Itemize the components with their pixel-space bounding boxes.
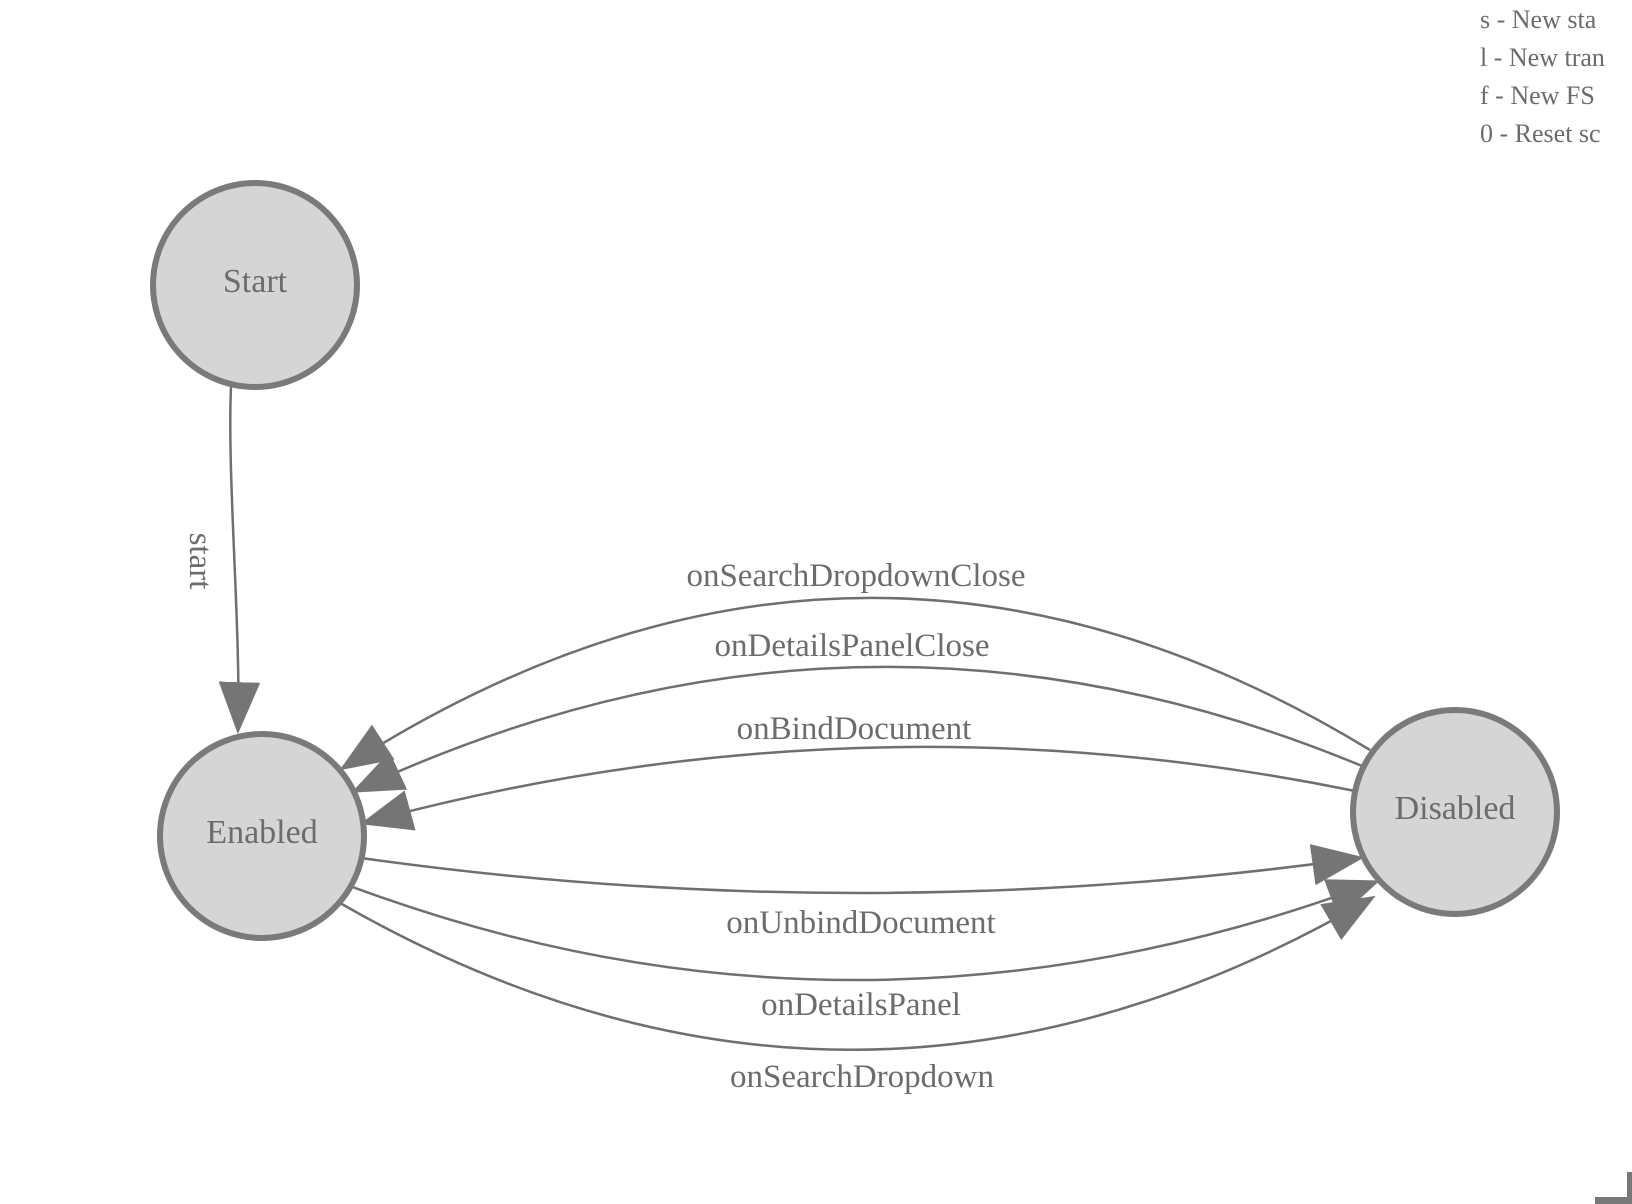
- transition-label-onbinddocument[interactable]: onBindDocument: [737, 711, 972, 747]
- transition-edge-start[interactable]: [218, 386, 261, 735]
- transition-edge-onsearchdropdown[interactable]: [339, 895, 1376, 1051]
- transition-label-onsearchdropdown[interactable]: onSearchDropdown: [730, 1059, 994, 1095]
- transition-label-onunbinddocument[interactable]: onUnbindDocument: [726, 905, 995, 941]
- transition-label-ondetailspanelclose[interactable]: onDetailsPanelClose: [715, 628, 990, 664]
- legend-line-new-transition: l - New tran: [1480, 43, 1605, 72]
- transition-edge-ondetailspanelclose[interactable]: [351, 665, 1363, 793]
- transition-edge-onunbinddocument[interactable]: [360, 843, 1365, 895]
- transition-edge-ondetailspanel[interactable]: [349, 879, 1380, 982]
- hotkey-legend: s - New sta l - New tran f - New FS 0 - …: [1480, 1, 1605, 153]
- transition-label-start[interactable]: start: [182, 533, 218, 590]
- transition-label-ondetailspanel[interactable]: onDetailsPanel: [761, 987, 961, 1023]
- legend-line-new-state: s - New sta: [1480, 5, 1597, 34]
- legend-line-reset-scale: 0 - Reset sc: [1480, 119, 1601, 148]
- state-label-start[interactable]: Start: [223, 263, 288, 300]
- state-node-disabled[interactable]: [1350, 707, 1560, 917]
- transition-edge-onbinddocument[interactable]: [359, 745, 1356, 831]
- state-label-enabled[interactable]: Enabled: [206, 814, 317, 851]
- transition-edge-onsearchdropdownclose[interactable]: [339, 596, 1371, 771]
- legend-line-new-fsm: f - New FS: [1480, 81, 1595, 110]
- transition-label-onsearchdropdownclose[interactable]: onSearchDropdownClose: [686, 558, 1025, 594]
- state-label-disabled[interactable]: Disabled: [1395, 790, 1516, 827]
- state-node-enabled[interactable]: [157, 731, 367, 941]
- canvas-corner-mark: [1595, 1172, 1632, 1204]
- state-node-start[interactable]: [150, 180, 360, 390]
